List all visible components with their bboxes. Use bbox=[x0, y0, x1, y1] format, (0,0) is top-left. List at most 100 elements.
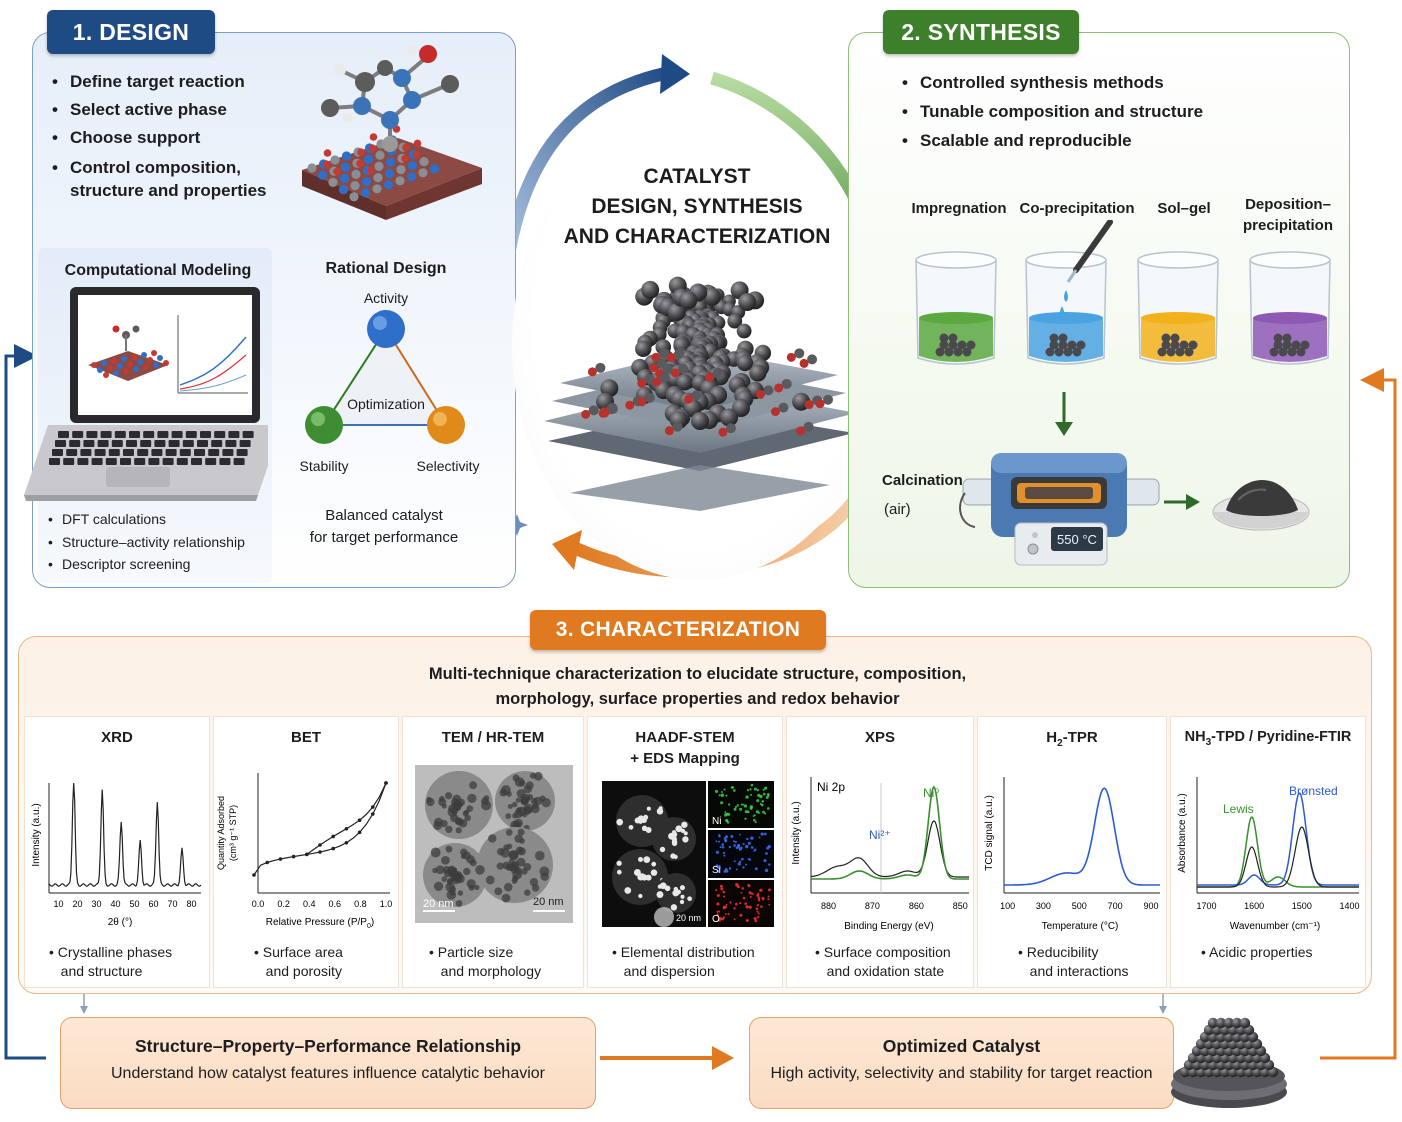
optimized-catalyst-box: Optimized Catalyst High activity, select… bbox=[749, 1017, 1174, 1109]
left-loop-line bbox=[4, 344, 46, 1060]
tem-title: TEM / HR-TEM bbox=[441, 729, 545, 746]
eds-label-ni: Ni bbox=[712, 816, 721, 827]
xrd-desc-line: Crystalline phases bbox=[57, 944, 173, 960]
molecule-on-surface-illustration bbox=[302, 45, 482, 220]
ftir-tick-label: 1400 bbox=[1339, 901, 1359, 911]
structure-property-performance-box: Structure–Property–Performance Relations… bbox=[60, 1017, 596, 1109]
ftir-tick-label: 1500 bbox=[1292, 901, 1312, 911]
computational-modeling-title: Computational Modeling bbox=[64, 262, 252, 279]
tpr-desc-line: and interactions bbox=[1029, 963, 1129, 979]
bet-tick-label: 0.6 bbox=[329, 899, 342, 909]
method-label-impregnation: Impregnation bbox=[911, 200, 1007, 217]
design-bullet: Define target reaction bbox=[52, 68, 302, 96]
stem-desc-line: Elemental distribution bbox=[620, 944, 755, 960]
tpr-desc-line: Reducibility bbox=[1026, 944, 1099, 960]
tpr-tick-label: 300 bbox=[1036, 901, 1051, 911]
optimized-catalyst-particle bbox=[1171, 1017, 1287, 1108]
stem-title: HAADF-STEM + EDS Mapping bbox=[588, 727, 782, 769]
bet-desc-line: Surface area bbox=[262, 944, 343, 960]
ftir-xlabel: Wavenumber (cm⁻¹) bbox=[1230, 921, 1320, 932]
bet-ylabel: Quantity Adsorbed bbox=[216, 796, 226, 870]
ftir-card: NH3-TPD / Pyridine-FTIR Absorbance (a.u.… bbox=[1170, 716, 1366, 988]
bet-tick-label: 0.8 bbox=[354, 899, 367, 909]
computational-bullet: DFT calculations bbox=[48, 508, 278, 531]
xps-ylabel: Intensity (a.u.) bbox=[791, 801, 802, 864]
design-bullet: Control composition, structure and prope… bbox=[52, 156, 302, 202]
selectivity-label: Selectivity bbox=[416, 458, 480, 474]
tpr-tick-label: 500 bbox=[1072, 901, 1087, 911]
ftir-title: NH3-TPD / Pyridine-FTIR bbox=[1184, 729, 1352, 748]
tube-furnace-illustration: 550 °C bbox=[959, 453, 1160, 566]
synthesis-bullet: Scalable and reproducible bbox=[902, 126, 1242, 155]
method-label-coprecipitation: Co-precipitation bbox=[1019, 200, 1135, 217]
computational-bullet: Structure–activity relationship bbox=[48, 531, 278, 554]
xrd-tick-label: 50 bbox=[129, 899, 139, 909]
xrd-tick-label: 40 bbox=[110, 899, 120, 909]
tem-desc-line: Particle size bbox=[437, 944, 514, 960]
design-tag: 1. DESIGN bbox=[47, 10, 215, 54]
xps-xlabel: Binding Energy (eV) bbox=[844, 921, 934, 932]
bet-xlabel: Relative Pressure (P/P0) bbox=[266, 917, 374, 930]
xps-title: XPS bbox=[864, 729, 895, 746]
xps-tick-label: 870 bbox=[865, 901, 880, 911]
right-arrow-to-powder bbox=[1164, 494, 1200, 510]
design-bullet: Choose support bbox=[52, 124, 302, 152]
design-bullets: Define target reaction Select active pha… bbox=[52, 68, 302, 202]
xps-tick-label: 880 bbox=[821, 901, 836, 911]
synthesis-tag: 2. SYNTHESIS bbox=[883, 10, 1079, 54]
synthesis-beakers bbox=[915, 220, 1331, 365]
tpr-tick-label: 900 bbox=[1144, 901, 1159, 911]
bet-tick-label: 0.2 bbox=[277, 899, 290, 909]
design-bullet-line: structure and properties bbox=[70, 181, 267, 200]
eds-label-si: Si bbox=[712, 865, 721, 876]
stem-eds-images: 20 nm Ni Si O bbox=[602, 781, 774, 927]
optimized-subtitle: High activity, selectivity and stability… bbox=[770, 1065, 1153, 1082]
xrd-title: XRD bbox=[101, 729, 133, 746]
stem-scale: 20 nm bbox=[676, 913, 701, 923]
ftir-tick-label: 1600 bbox=[1244, 901, 1264, 911]
spp-title: Structure–Property–Performance Relations… bbox=[134, 1036, 522, 1056]
catalyst-powder-bowl bbox=[1212, 480, 1310, 531]
intro-line: morphology, surface properties and redox… bbox=[495, 690, 900, 708]
stem-title-line: + EDS Mapping bbox=[630, 750, 740, 767]
bet-tick-label: 0.4 bbox=[303, 899, 316, 909]
xrd-tick-label: 70 bbox=[167, 899, 177, 909]
stem-card: HAADF-STEM + EDS Mapping 20 nm Ni Si O •… bbox=[587, 716, 783, 988]
ftir-bronsted-label: Brønsted bbox=[1289, 784, 1338, 798]
bet-title: BET bbox=[291, 729, 321, 746]
center-title-line: AND CHARACTERIZATION bbox=[563, 225, 831, 248]
method-label-solgel: Sol–gel bbox=[1157, 200, 1211, 217]
computational-bullets: DFT calculations Structure–activity rela… bbox=[48, 508, 278, 576]
caption-line: Balanced catalyst bbox=[325, 507, 443, 524]
ftir-desc-line: Acidic properties bbox=[1209, 944, 1313, 960]
activity-label: Activity bbox=[363, 290, 409, 306]
xrd-desc: • Crystalline phases and structure bbox=[49, 944, 173, 979]
center-title: CATALYST DESIGN, SYNTHESIS AND CHARACTER… bbox=[540, 162, 854, 252]
center-title-line: DESIGN, SYNTHESIS bbox=[591, 195, 803, 218]
activity-node bbox=[367, 310, 405, 348]
xps-peak-ni0: Ni⁰ bbox=[923, 786, 939, 800]
xrd-ylabel: Intensity (a.u.) bbox=[31, 803, 42, 866]
catalyst-nanoparticle-illustration bbox=[544, 276, 856, 511]
optimized-title: Optimized Catalyst bbox=[882, 1036, 1041, 1056]
method-label-line: Deposition– bbox=[1245, 196, 1331, 213]
tpr-tick-label: 700 bbox=[1108, 901, 1123, 911]
tem-desc: • Particle size and morphology bbox=[429, 944, 542, 979]
eds-label-o: O bbox=[712, 914, 720, 925]
tpr-xlabel: Temperature (°C) bbox=[1042, 921, 1119, 932]
synthesis-bullets: Controlled synthesis methods Tunable com… bbox=[902, 68, 1242, 155]
xps-peak-ni2: Ni²⁺ bbox=[869, 828, 891, 842]
design-bullet-line: Control composition, bbox=[70, 158, 241, 177]
center-title-line: CATALYST bbox=[643, 165, 751, 188]
ftir-desc: • Acidic properties bbox=[1201, 944, 1313, 960]
characterization-intro: Multi-technique characterization to eluc… bbox=[300, 662, 1095, 712]
down-arrow-to-calcination bbox=[1055, 392, 1073, 436]
tpr-tick-label: 100 bbox=[1000, 901, 1015, 911]
design-bullet: Select active phase bbox=[52, 96, 302, 124]
synthesis-bullet: Tunable composition and structure bbox=[902, 97, 1242, 126]
